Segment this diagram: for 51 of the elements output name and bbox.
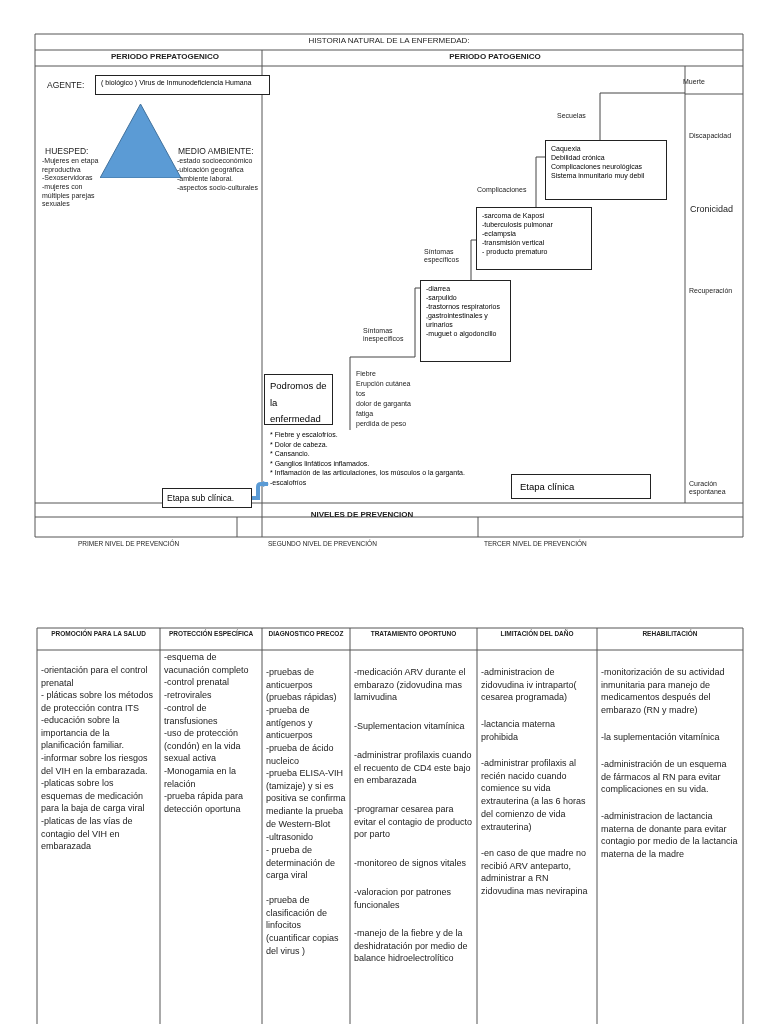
connector-line <box>349 287 421 431</box>
cell-text: -administración de un esquema de fármacos al RN para evitar complicaciones en su vida. <box>601 758 728 797</box>
stage-box: Etapa sub clínica. <box>162 488 252 508</box>
cell-text: -orientación para el control prenatal <box>41 664 149 690</box>
cell-text: -administracion de zidovudina iv intraparto( cesarea programada) <box>481 666 578 705</box>
label: HUESPED: <box>45 146 89 157</box>
cell-text: -medicación ARV durante el embarazo (zidovudina mas lamivudina <box>354 666 467 705</box>
cell-text: -prueba ELISA-VIH (tamizaje) y si es positiva se confirma mediante la prueba de Western-Blot <box>266 767 346 831</box>
stage-box: Podromos de la enfermedad <box>264 374 333 425</box>
cell-text: -prueba de antígenos y anticuerpos <box>266 704 314 743</box>
cell-text: -esquema de vacunación completo <box>164 651 250 677</box>
cell-text: -retrovirales <box>164 689 213 702</box>
arrow <box>252 481 269 500</box>
cell-text: -programar cesarea para evitar el contagio de producto por parto <box>354 803 473 842</box>
label: MEDIO AMBIENTE: <box>178 146 254 157</box>
heading: NIVELES DE PREVENCION <box>309 510 415 520</box>
cell-text: -monitorización de su actividad inmunitaria para manejo de medicamentos después del embarazo (RN y madre) <box>601 666 726 717</box>
cell-text: -la suplementación vitamínica <box>601 731 721 744</box>
heading: PERIODO PATOGENICO <box>448 52 542 62</box>
cell-text: -administracion de lactancia materna de donante para evitar contagio por medio de la lactancia materna de la madre <box>601 810 739 861</box>
stage-box: Etapa clínica <box>511 474 651 499</box>
cell-text: -pruebas de anticuerpos (pruebas rápidas) <box>266 666 338 705</box>
cell-text: -platicas sobre los esquemas de medicación para la baja de carga viral <box>41 777 146 816</box>
label: AGENTE: <box>47 80 85 91</box>
cell-text: -administrar profilaxis al recién nacido cuando comience su vida extrauterina (a las 6 horas del comienzo de vida extrauterina) <box>481 757 587 834</box>
cell-text: -platicas de las vías de contagio del VIH en embarazada <box>41 815 134 854</box>
cell-text: -Monogamia en la relación <box>164 765 238 791</box>
cell-text: - prueba de determinación de carga viral <box>266 844 337 883</box>
cell-text: -en caso de que madre no recibió ARV anteparto, administrar a RN zidovudina mas nevirapina <box>481 847 589 898</box>
heading: PERIODO PREPATOGENICO <box>110 52 220 62</box>
cell-text: -ultrasonido <box>266 831 315 844</box>
cell-text: -prueba de ácido nucleico <box>266 742 335 768</box>
cell-text: - pláticas sobre los métodos de protección contra ITS <box>41 689 155 715</box>
cell-text: -educación sobre la importancia de la planificación familiar. <box>41 714 126 753</box>
cell-text: -lactancia materna prohibida <box>481 718 557 744</box>
cell-text: -prueba rápida para detección oportuna <box>164 790 245 816</box>
cell-text: -prueba de clasificación de linfocitos (cuantificar copias del virus ) <box>266 894 340 958</box>
cell-text: -monitoreo de signos vitales <box>354 857 468 870</box>
title: HISTORIA NATURAL DE LA ENFERMEDAD: <box>307 36 471 46</box>
cell-text: -manejo de la fiebre y de la deshidratación por medio de balance hidroelectrolítico <box>354 927 469 966</box>
connector-line <box>535 156 546 208</box>
cell-text: -administrar profilaxis cuando el recuento de CD4 este bajo en embarazada <box>354 749 473 788</box>
outcome-label: Cronicidad <box>690 204 734 215</box>
cell-text: -informar sobre los riesgos del VIH en la embarazada. <box>41 752 149 778</box>
cell-text: -control prenatal <box>164 676 231 689</box>
cell-text: -valoracion por patrones funcionales <box>354 886 453 912</box>
connector-line <box>599 92 686 141</box>
connector-line <box>470 239 477 281</box>
cell-text: -control de transfusiones <box>164 702 219 728</box>
cell-text: -Suplementacion vitamínica <box>354 720 466 733</box>
cell-text: -uso de protección (condón) en la vida sexual activa <box>164 727 242 766</box>
